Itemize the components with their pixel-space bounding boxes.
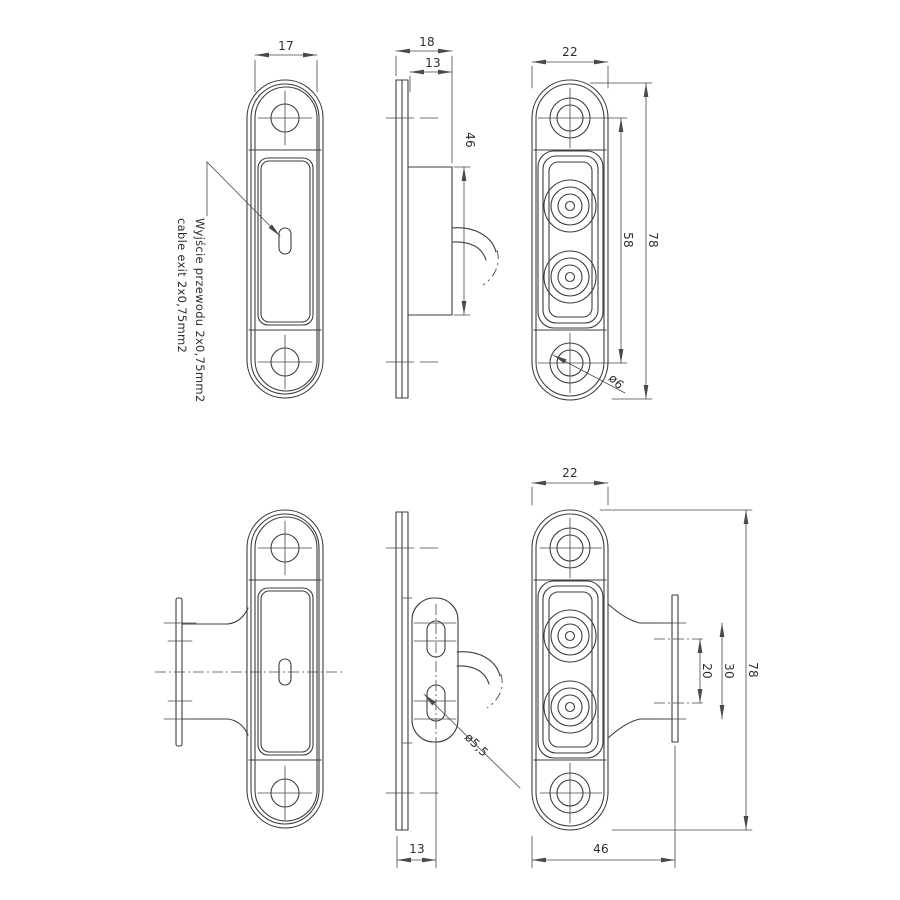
lamp-rim-outline — [250, 513, 320, 825]
lens-inner-outline — [260, 160, 311, 323]
dim-back-hole-spacing-label: 58 — [621, 232, 635, 248]
grommet-outer — [537, 150, 604, 329]
lamp-outer-outline — [531, 509, 609, 831]
bracket-flange-ticks — [661, 622, 687, 720]
dim-back-width-label: 22 — [562, 45, 578, 59]
view-front-top: 17 Wyjście przewodu 2x0,75mm2 cable exit… — [175, 39, 324, 402]
grommet-mid — [542, 585, 599, 754]
screw-hole-top-centerlines — [539, 517, 603, 579]
dim-back-height-label: 78 — [646, 232, 660, 248]
screw-hole-top-centerlines — [537, 87, 628, 149]
screw-hole-bottom-centerlines — [539, 762, 603, 824]
face-divider-lines — [248, 149, 322, 331]
lens-outline — [257, 157, 314, 326]
cable-curve — [451, 227, 497, 261]
dim-bracket-back-width-label: 22 — [562, 466, 578, 480]
divider-lines — [533, 579, 607, 761]
dim-13-extension-lines — [396, 747, 437, 869]
bracket-plate-face — [411, 597, 459, 743]
lamp-rim-outline — [535, 513, 605, 827]
bracket-plate-edge — [671, 594, 679, 743]
slot-diameter-leader — [423, 693, 521, 789]
grommet-outer — [537, 580, 604, 759]
grommet-inner — [548, 161, 593, 318]
dim-side-body-depth-label: 13 — [425, 56, 441, 70]
bracket-flange-ticks — [163, 622, 197, 720]
divider-lines — [533, 149, 607, 331]
dim-bracket-span-label: 46 — [593, 842, 609, 856]
lamp-body-profile — [407, 166, 453, 316]
view-back-top: 22 58 78 ø6 — [531, 45, 660, 401]
screw-hole-bottom-centerlines — [537, 332, 628, 394]
plate-step-lines — [402, 597, 413, 744]
dim-side-body-height-label: 46 — [463, 132, 477, 148]
dim-flange-spacing-label: 30 — [722, 663, 736, 679]
hole-centerline-ticks — [385, 547, 439, 794]
dim-22-extension-lines — [531, 65, 609, 89]
lamp-rim-outline — [535, 83, 605, 397]
grommet-mid — [542, 155, 599, 324]
bracket-arm-outline — [181, 607, 249, 736]
grommet-inner — [548, 591, 593, 748]
lamp-face-outline — [254, 86, 318, 392]
dim-22-extension-lines — [531, 486, 609, 506]
dim-18-extension-lines — [395, 55, 453, 164]
lamp-outer-outline — [246, 509, 324, 829]
cable-exit-slot — [278, 227, 292, 255]
dim-46-extension-lines — [453, 166, 471, 316]
dim-78-extension-lines — [599, 509, 753, 831]
led-optic-bottom — [543, 680, 597, 734]
led-optic-top — [543, 609, 597, 663]
led-optic-bottom — [543, 250, 597, 304]
lens-inner-outline — [260, 590, 311, 753]
cable-exit-leader-line — [206, 161, 281, 237]
view-front-bottom — [155, 509, 345, 829]
dim-bracket-height-label: 78 — [746, 662, 760, 678]
bracket-plate-edge — [175, 597, 183, 747]
lamp-outer-outline — [246, 79, 324, 399]
cable-centerline-tail — [486, 673, 503, 709]
dim-17-extension-lines — [254, 59, 318, 93]
screw-hole-bottom-centerlines — [257, 334, 313, 390]
dim-front-width-label: 17 — [278, 39, 294, 53]
dim-slot-spacing-label: 20 — [700, 663, 714, 679]
screw-hole-bottom-centerlines — [257, 765, 313, 821]
dim-78-extension-lines — [589, 82, 653, 400]
bracket-flange-lines — [413, 622, 457, 720]
dim-side-total-depth-label: 18 — [419, 35, 435, 49]
slot-centerlines — [654, 638, 704, 704]
dim-bracket-offset-label: 13 — [409, 842, 425, 856]
lamp-face-outline — [254, 516, 318, 822]
bracket-arm-outline — [607, 603, 673, 739]
lens-outline — [257, 587, 314, 756]
annotation-cable-exit-en: cable exit 2x0,75mm2 — [175, 218, 189, 353]
screw-hole-top-centerlines — [257, 90, 313, 146]
hole-diameter-leader — [552, 354, 626, 394]
view-side-bottom: ø5,5 13 — [385, 511, 521, 869]
hole-centerline-ticks — [385, 117, 439, 363]
cable-curve — [456, 651, 501, 685]
lamp-outer-outline — [531, 79, 609, 401]
dim-46-extension-lines — [531, 745, 676, 869]
view-back-bottom: 22 20 30 78 46 — [531, 466, 760, 869]
annotation-cable-exit-pl: Wyjście przewodu 2x0,75mm2 — [193, 218, 207, 402]
view-side-top: 18 13 46 — [385, 35, 499, 399]
led-optic-top — [543, 179, 597, 233]
face-divider-lines — [248, 579, 322, 761]
dim-hole-diameter-label: ø6 — [606, 371, 627, 392]
lamp-rim-outline — [250, 83, 320, 395]
screw-hole-top-centerlines — [257, 520, 313, 576]
cable-centerline-tail — [482, 249, 499, 286]
